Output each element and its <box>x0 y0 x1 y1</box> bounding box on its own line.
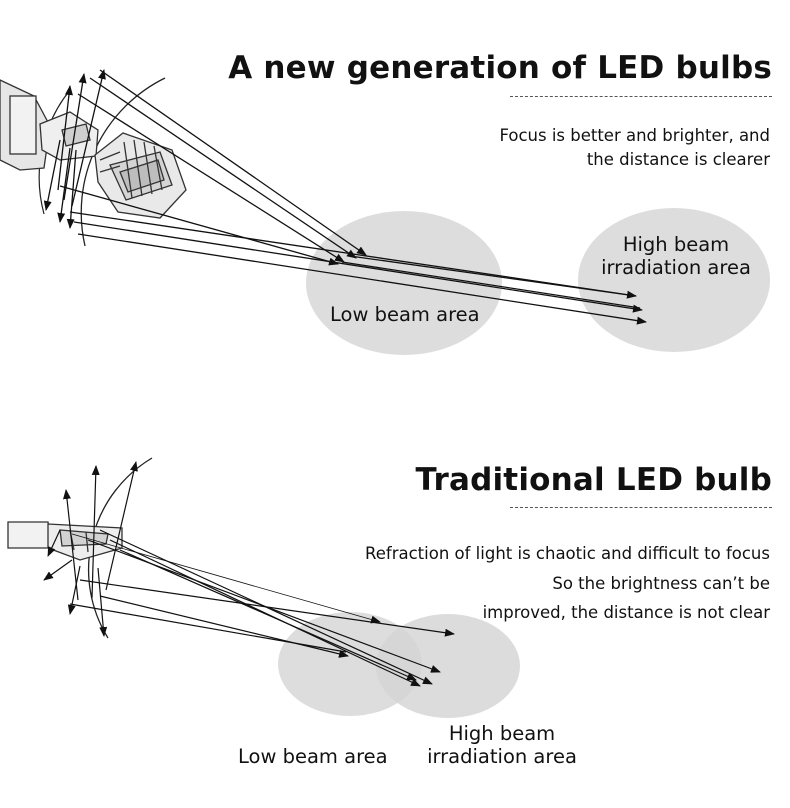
heading-traditional: Traditional LED bulb <box>415 462 772 498</box>
heading-new-generation: A new generation of LED bulbs <box>228 50 772 86</box>
high-beam-area-top <box>578 208 770 352</box>
high-beam-label-line: High beam <box>622 233 730 256</box>
bottom-diagram <box>7 457 520 718</box>
description-line: So the brightness can’t be <box>552 573 770 593</box>
led-bulb-traditional-icon <box>7 521 123 561</box>
low-beam-label-top: Low beam area <box>330 303 480 326</box>
description-new-generation: Focus is better and brighter, and the di… <box>499 124 770 172</box>
description-line: Focus is better and brighter, and <box>499 126 770 145</box>
low-beam-label-bottom: Low beam area <box>238 745 388 768</box>
high-beam-label-line: irradiation area <box>601 256 751 279</box>
led-bulb-new-icon <box>0 79 187 219</box>
high-beam-label-line: High beam <box>448 722 556 745</box>
top-diagram <box>0 69 770 355</box>
description-line: improved, the distance is not clear <box>482 603 770 622</box>
bottom-beam-lines <box>43 461 455 687</box>
high-beam-label-bottom: High beam irradiation area <box>420 722 584 768</box>
heading-rule-top <box>510 96 772 97</box>
high-beam-label-top: High beam irradiation area <box>596 233 756 279</box>
high-beam-area-bottom <box>376 614 520 718</box>
top-beam-lines <box>43 69 647 325</box>
description-line: the distance is clearer <box>586 150 770 169</box>
description-traditional: Refraction of light is chaotic and diffi… <box>365 539 770 628</box>
low-beam-area-top <box>306 211 502 355</box>
high-beam-label-line: irradiation area <box>427 745 577 768</box>
heading-rule-bottom <box>510 507 772 508</box>
description-line: Refraction of light is chaotic and diffi… <box>365 544 770 563</box>
